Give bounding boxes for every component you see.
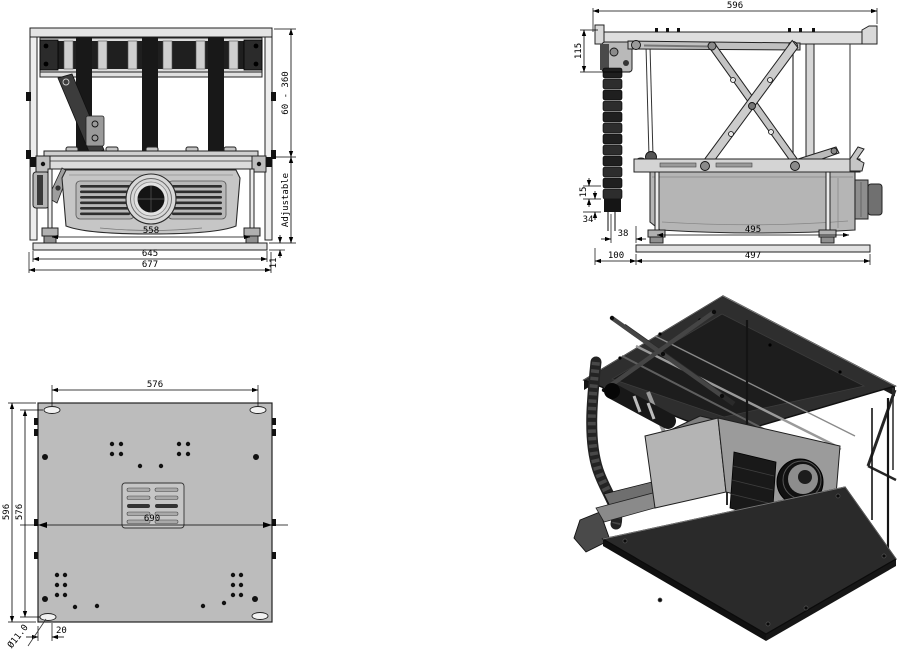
dim-label-497: 497 — [745, 251, 761, 261]
dim-label-60-360: 60 - 360 — [281, 71, 291, 114]
bottom-edge-tabs — [34, 418, 276, 559]
front-vent-grille-left — [75, 180, 135, 220]
dim-label-677: 677 — [142, 260, 158, 270]
dim-label-115: 115 — [574, 43, 584, 59]
iso-motor-roller — [604, 383, 676, 429]
dim-label-20: 20 — [56, 626, 67, 636]
dim-label-576-left: 576 — [15, 504, 25, 520]
bottom-vent-grille — [121, 482, 185, 529]
dim-label-38: 38 — [618, 229, 629, 239]
dim-label-15: 15 — [579, 187, 589, 198]
isometric-view — [573, 295, 897, 641]
dim-label-hole-dia: Ø11.0 — [5, 622, 30, 650]
front-projector — [61, 169, 241, 235]
iso-bottom-plate — [601, 486, 897, 641]
side-dimensions: 596 115 15 34 38 100 495 497 — [574, 1, 878, 265]
front-base-plate — [32, 242, 268, 251]
dim-label-11: 11 — [269, 258, 279, 269]
side-scissor — [627, 39, 840, 171]
side-projector — [649, 171, 883, 234]
front-diagonal-arm — [57, 73, 105, 155]
dim-label-adjustable: Adjustable — [281, 173, 291, 227]
dim-label-34: 34 — [583, 215, 594, 225]
front-view: 558 645 677 60 - 360 Adjustable 11 — [26, 27, 296, 273]
dim-label-645: 645 — [142, 249, 158, 259]
dim-label-100: 100 — [608, 251, 624, 261]
front-dimensions: 558 645 677 60 - 360 Adjustable 11 — [28, 28, 296, 273]
dim-label-558: 558 — [143, 226, 159, 236]
front-side-rails — [26, 36, 276, 241]
bottom-view: 576 596 576 690 20 Ø11.0 — [2, 380, 288, 650]
dim-label-576-top: 576 — [147, 380, 163, 390]
side-energy-chain — [602, 67, 623, 231]
dim-label-596-left: 596 — [2, 504, 12, 520]
side-lens-barrel — [854, 179, 883, 220]
dim-label-690: 690 — [144, 514, 160, 524]
side-view: 596 115 15 34 38 100 495 497 — [574, 1, 883, 265]
bottom-mounting-holes — [42, 441, 259, 610]
iso-lens — [776, 458, 824, 506]
front-legs — [41, 168, 261, 244]
side-base-plate — [635, 244, 871, 253]
side-carriage — [633, 146, 865, 173]
dim-label-596: 596 — [727, 1, 743, 11]
iso-top-frame — [582, 295, 897, 437]
dim-label-495: 495 — [745, 225, 761, 235]
side-motor-bracket — [600, 41, 633, 73]
front-vent-grille-right — [167, 180, 227, 220]
front-lens — [125, 173, 177, 225]
bottom-corner-slots — [39, 406, 269, 621]
front-carriage — [30, 146, 272, 173]
